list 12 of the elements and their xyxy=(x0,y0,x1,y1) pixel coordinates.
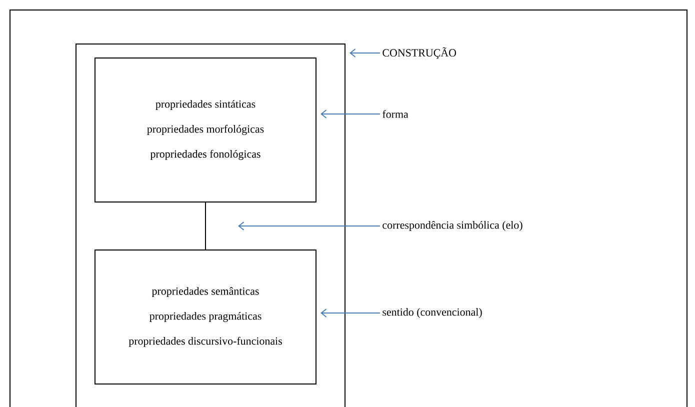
property-box: propriedades semânticas propriedades pragmáticas propriedades discursivo-funcionais xyxy=(94,250,316,384)
construction-box xyxy=(76,44,346,407)
connector-line xyxy=(205,202,206,250)
property-box: propriedades sintáticas propriedades morfológicas propriedades fonológicas xyxy=(94,58,316,202)
arrow xyxy=(320,110,380,118)
arrow xyxy=(320,308,380,318)
arrow xyxy=(350,48,380,58)
label-text: CONSTRUÇÃO xyxy=(382,47,456,59)
label-text: sentido (convencional) xyxy=(382,308,482,318)
label-text: forma xyxy=(382,110,408,118)
label-text: correspondência simbólica (elo) xyxy=(382,221,522,231)
arrow xyxy=(238,222,380,230)
